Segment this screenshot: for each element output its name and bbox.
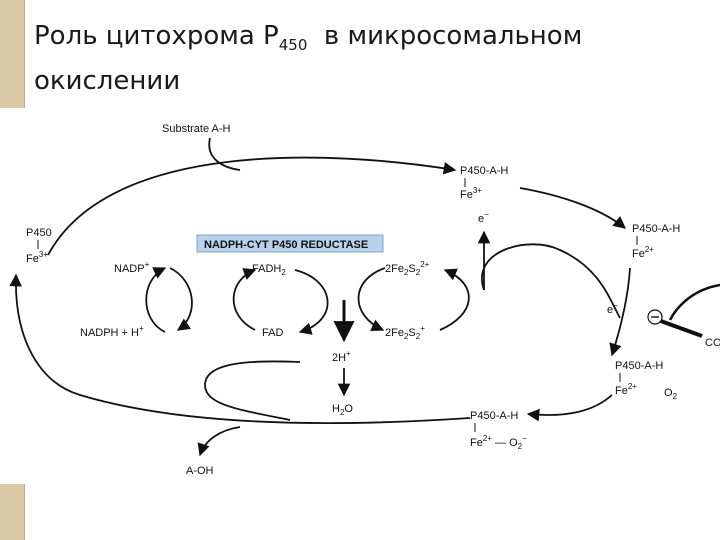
electron-in-arrow [481, 243, 621, 319]
title-line-2: окислении [34, 66, 181, 96]
reductase-box [196, 234, 384, 253]
product-exit-arrow [197, 426, 241, 457]
product-label: A-OH [186, 465, 214, 477]
water-label: H2O [332, 403, 353, 417]
nadph-loop [145, 267, 167, 333]
fe2-right-label: Fe2+ [632, 245, 654, 260]
fad-loop-right [294, 269, 329, 335]
fe-o2-bottom-label: Fe2+ — O2− [470, 434, 527, 451]
decor-bar-top [0, 0, 25, 108]
cycle-arc-right-down [526, 394, 613, 422]
fes-top-label: 2Fe2S22+ [385, 260, 430, 277]
nadp-loop [169, 267, 193, 331]
decor-bar-bottom [0, 484, 25, 540]
co-inhibitor-arc [668, 283, 720, 321]
co-label: CO [705, 337, 720, 349]
fe3-top-label: Fe3+ [460, 186, 482, 201]
protons-label: 2H+ [332, 349, 351, 364]
substrate-label: Substrate A-H [162, 123, 231, 135]
electron-top-label: e− [478, 210, 489, 225]
co-inhibitor-line [657, 318, 703, 338]
fe2-mid-right-label: Fe2+ [615, 382, 637, 397]
p450-bottom-label: P450-A-H [470, 410, 518, 422]
fadh2-label: FADH2 [252, 263, 286, 277]
fad-loop-left [232, 268, 257, 331]
nadp-label: NADP+ [114, 260, 150, 275]
electron-right-label: e− [607, 301, 618, 316]
nadph-label: NADPH + H+ [80, 324, 144, 339]
title-text-b: в микросомальном [323, 21, 583, 51]
cycle-arc-right [609, 267, 631, 357]
fad-label: FAD [262, 327, 283, 339]
title-line-1: Роль цитохрома P450 в микросомальном [34, 18, 582, 63]
substrate-entry-arrow [208, 137, 241, 171]
title-subscript: 450 [278, 36, 308, 54]
o2-mid-right-label: O2 [664, 387, 678, 401]
cycle-arc-top-right [519, 187, 626, 229]
title-text-a: Роль цитохрома P [34, 21, 279, 51]
fes-loop-right [439, 268, 470, 331]
p450-right-label: P450-A-H [632, 223, 680, 235]
fe3-left-label: Fe3+ [26, 250, 48, 265]
cycle-arc-top [47, 156, 457, 256]
p450-mid-right-label: P450-A-H [615, 360, 663, 372]
fes-bottom-label: 2Fe2S2+ [385, 324, 425, 341]
reductase-label: NADPH-CYT P450 REDUCTASE [204, 239, 368, 251]
water-loop-arc [204, 360, 301, 421]
p450-left-label: P450 [26, 227, 52, 239]
slide-title: Роль цитохрома P450 в микросомальном оки… [34, 18, 582, 99]
fes-loop-left [357, 267, 386, 332]
p450-top-label: P450-A-H [460, 165, 508, 177]
cycle-arc-bottom [9, 273, 471, 425]
